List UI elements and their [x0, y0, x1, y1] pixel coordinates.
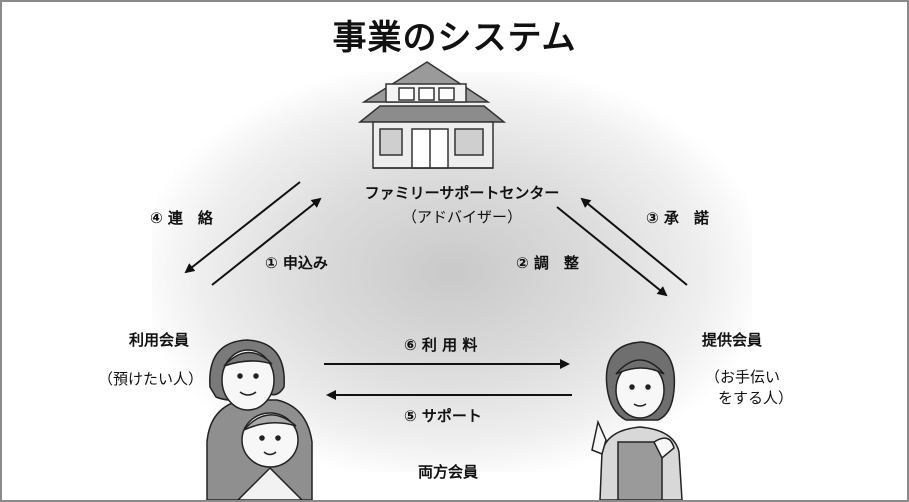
flow-contact-label: ④ 連 絡 [150, 209, 213, 227]
arrow-adjust [556, 206, 668, 297]
flow-apply-label: ① 申込み [265, 254, 328, 272]
provider-member-note-line2: をする人） [718, 389, 794, 407]
flow-fee-label: ⑥ 利 用 料 [404, 336, 478, 354]
arrow-accept [580, 197, 688, 286]
house-illustration [357, 61, 507, 169]
provider-member-label: 提供会員 [702, 331, 763, 349]
center-name: ファミリーサポートセンター [364, 184, 560, 202]
user-member-note: （預けたい人） [98, 370, 204, 388]
flow-adjust-label: ② 調 整 [516, 254, 579, 272]
both-member-label: 両方会員 [418, 463, 479, 481]
arrow-apply [211, 197, 322, 286]
user-member-label: 利用会員 [129, 331, 190, 349]
center-subtitle: （アドバイザー） [401, 208, 522, 226]
mother-baby-illustration [206, 339, 313, 500]
flow-accept-label: ③ 承 諾 [646, 209, 709, 227]
diagram-title: 事業のシステム [332, 18, 577, 58]
provider-member-note-line1: （お手伝い [705, 368, 781, 386]
flow-support-label: ⑤ サポート [404, 407, 482, 425]
provider-illustration [591, 341, 683, 500]
arrow-contact [184, 181, 301, 274]
